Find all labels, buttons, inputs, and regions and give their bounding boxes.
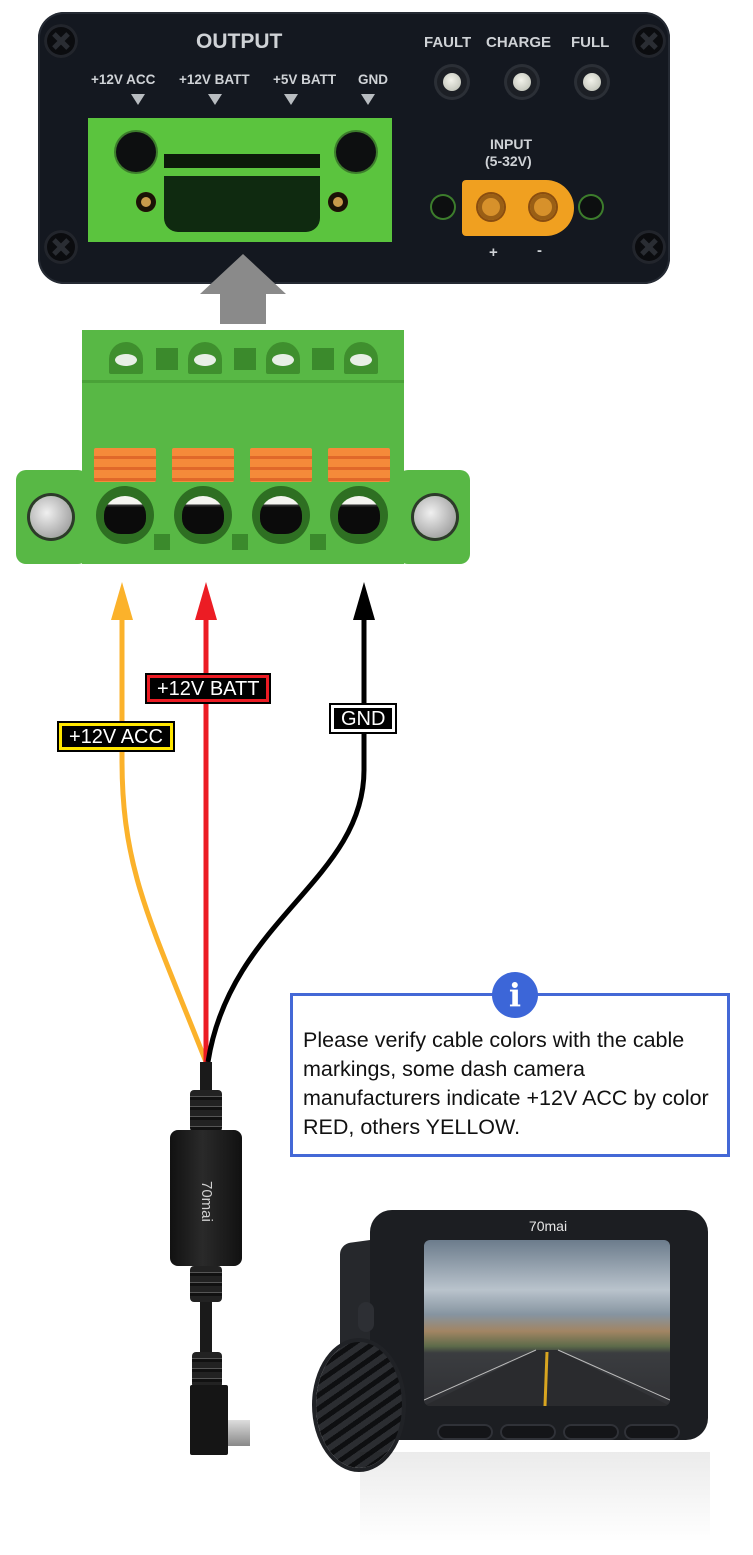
plug-key bbox=[232, 534, 248, 550]
test-port-icon bbox=[266, 342, 300, 374]
input-title: INPUT bbox=[490, 136, 532, 152]
strain-relief bbox=[190, 1266, 222, 1302]
wire-batt bbox=[195, 582, 217, 1062]
negative-pin-icon bbox=[530, 194, 556, 220]
adapter-brand-label: 70mai bbox=[198, 1180, 215, 1222]
terminal-label-acc: +12V ACC bbox=[91, 72, 156, 87]
flange-screw-icon[interactable] bbox=[30, 496, 72, 538]
plug-seam bbox=[82, 380, 404, 383]
plug-flange-left bbox=[16, 470, 88, 564]
pointer-triangle-icon bbox=[284, 94, 298, 105]
positive-pin-icon bbox=[478, 194, 504, 220]
insert-direction-arrow-icon bbox=[200, 254, 286, 324]
terminal-label-batt12: +12V BATT bbox=[179, 72, 250, 87]
camera-mount-speaker bbox=[316, 1342, 402, 1468]
camera-button-4[interactable] bbox=[624, 1424, 680, 1440]
release-lever-5v[interactable] bbox=[250, 448, 312, 482]
socket-slot bbox=[164, 154, 320, 168]
pointer-triangle-icon bbox=[361, 94, 375, 105]
screw-icon bbox=[632, 24, 666, 58]
label-12v-acc: +12V ACC bbox=[57, 721, 175, 752]
plug-flange-right bbox=[398, 470, 470, 564]
terminal-label-gnd: GND bbox=[358, 72, 388, 87]
input-plus-label: + bbox=[489, 244, 498, 261]
wire-entry-batt[interactable] bbox=[174, 486, 232, 544]
pointer-triangle-icon bbox=[131, 94, 145, 105]
usb-connector-tip-icon bbox=[228, 1420, 250, 1446]
indicator-label-fault: FAULT bbox=[424, 34, 472, 51]
plug-key bbox=[310, 534, 326, 550]
mount-screw-icon bbox=[432, 196, 454, 218]
flange-screw-icon[interactable] bbox=[414, 496, 456, 538]
wire-entry-acc[interactable] bbox=[96, 486, 154, 544]
charge-led-icon bbox=[504, 64, 540, 100]
usb-plug[interactable] bbox=[190, 1385, 228, 1455]
full-led-icon bbox=[574, 64, 610, 100]
input-range: (5-32V) bbox=[485, 153, 532, 169]
plug-key bbox=[154, 534, 170, 550]
input-minus-label: - bbox=[537, 242, 542, 259]
test-port-icon bbox=[344, 342, 378, 374]
camera-button-3[interactable] bbox=[563, 1424, 619, 1440]
output-title: OUTPUT bbox=[196, 30, 283, 53]
camera-button-1[interactable] bbox=[437, 1424, 493, 1440]
mount-hole-icon bbox=[336, 132, 376, 172]
mount-hole-icon bbox=[116, 132, 156, 172]
camera-power-button[interactable] bbox=[358, 1302, 374, 1332]
camera-screen bbox=[424, 1240, 670, 1406]
camera-brand-label: 70mai bbox=[528, 1218, 568, 1234]
arrowhead-batt-icon bbox=[195, 582, 217, 620]
wire-gnd bbox=[205, 582, 375, 1063]
label-gnd: GND bbox=[328, 703, 398, 734]
screw-icon bbox=[44, 24, 78, 58]
info-icon: i bbox=[492, 972, 538, 1018]
plug-key bbox=[234, 348, 256, 370]
screw-icon bbox=[44, 230, 78, 264]
arrowhead-gnd-icon bbox=[353, 582, 375, 620]
plug-key bbox=[156, 348, 178, 370]
info-callout-text: Please verify cable colors with the cabl… bbox=[303, 1028, 709, 1139]
camera-button-2[interactable] bbox=[500, 1424, 556, 1440]
plug-key bbox=[312, 348, 334, 370]
pointer-triangle-icon bbox=[208, 94, 222, 105]
wire-entry-gnd[interactable] bbox=[330, 486, 388, 544]
arrowhead-acc-icon bbox=[111, 582, 133, 620]
xt60-input-connector[interactable] bbox=[462, 180, 574, 236]
brass-insert-icon bbox=[136, 192, 156, 212]
strain-relief bbox=[190, 1090, 222, 1132]
release-lever-batt[interactable] bbox=[172, 448, 234, 482]
fault-led-icon bbox=[434, 64, 470, 100]
test-port-icon bbox=[109, 342, 143, 374]
output-terminal-socket[interactable] bbox=[88, 118, 392, 242]
wire-entry-5v[interactable] bbox=[252, 486, 310, 544]
terminal-plug[interactable] bbox=[82, 330, 404, 564]
indicator-label-full: FULL bbox=[571, 34, 610, 51]
adapter-cable bbox=[200, 1296, 212, 1356]
camera-reflection bbox=[360, 1452, 710, 1542]
info-callout bbox=[290, 993, 730, 1157]
indicator-label-charge: CHARGE bbox=[486, 34, 552, 51]
release-lever-gnd[interactable] bbox=[328, 448, 390, 482]
test-port-icon bbox=[188, 342, 222, 374]
mount-screw-icon bbox=[580, 196, 602, 218]
screw-icon bbox=[632, 230, 666, 264]
label-12v-batt: +12V BATT bbox=[144, 673, 272, 704]
release-lever-acc[interactable] bbox=[94, 448, 156, 482]
road-scene-image bbox=[424, 1349, 670, 1406]
terminal-label-batt5: +5V BATT bbox=[273, 72, 337, 87]
hardwire-adapter-box bbox=[170, 1130, 242, 1266]
brass-insert-icon bbox=[328, 192, 348, 212]
socket-cavity bbox=[164, 176, 320, 232]
strain-relief bbox=[192, 1352, 222, 1388]
wire-acc bbox=[111, 582, 209, 1063]
